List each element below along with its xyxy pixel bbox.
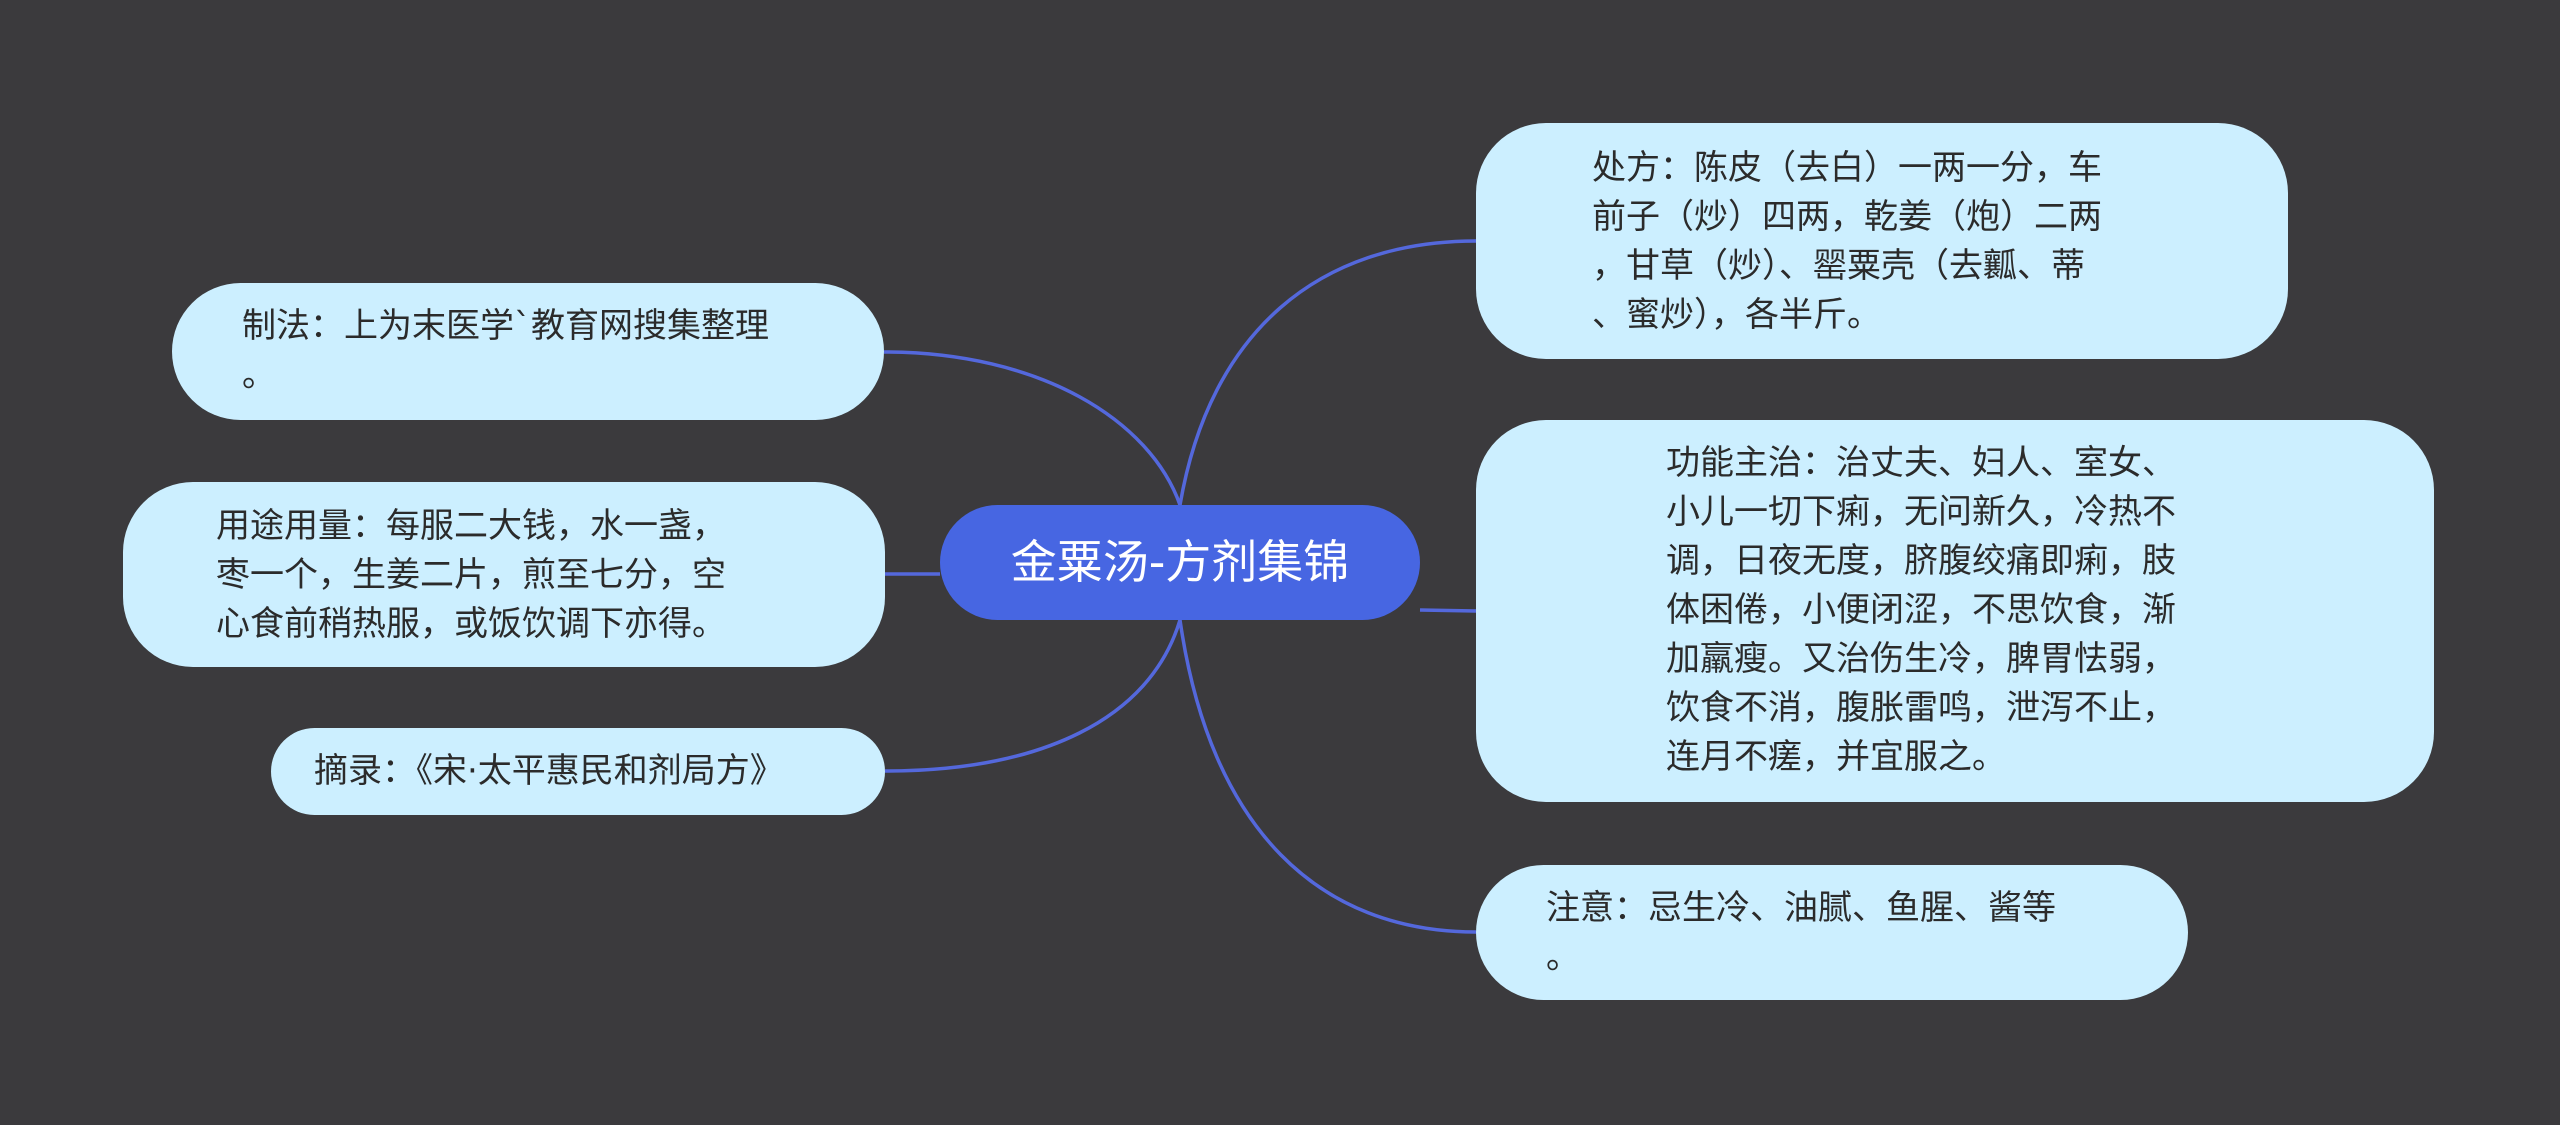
- link-gongneng: [1419, 608, 1477, 613]
- node-source-excerpt[interactable]: 摘录：《宋·太平惠民和剂局方》: [271, 728, 885, 815]
- link-zhuyi: [1178, 619, 1477, 934]
- node-usage-dosage[interactable]: 用途用量：每服二大钱，水一盏， 枣一个，生姜二片，煎至七分，空 心食前稍热服，或…: [123, 482, 885, 667]
- node-preparation[interactable]: 制法：上为末医学`教育网搜集整理 。: [172, 283, 884, 420]
- node-caution[interactable]: 注意：忌生冷、油腻、鱼腥、酱等 。: [1476, 865, 2188, 1000]
- node-prescription[interactable]: 处方：陈皮（去白）一两一分，车 前子（炒）四两，乾姜（炮）二两 ，甘草（炒）、罂…: [1476, 123, 2288, 359]
- link-zhifa: [883, 350, 1182, 506]
- root-node[interactable]: 金粟汤-方剂集锦: [940, 505, 1420, 620]
- link-zhailu: [884, 619, 1182, 773]
- node-indications[interactable]: 功能主治：治丈夫、妇人、室女、 小儿一切下痢，无问新久，冷热不 调，日夜无度，脐…: [1476, 420, 2434, 802]
- link-chufang: [1178, 239, 1477, 506]
